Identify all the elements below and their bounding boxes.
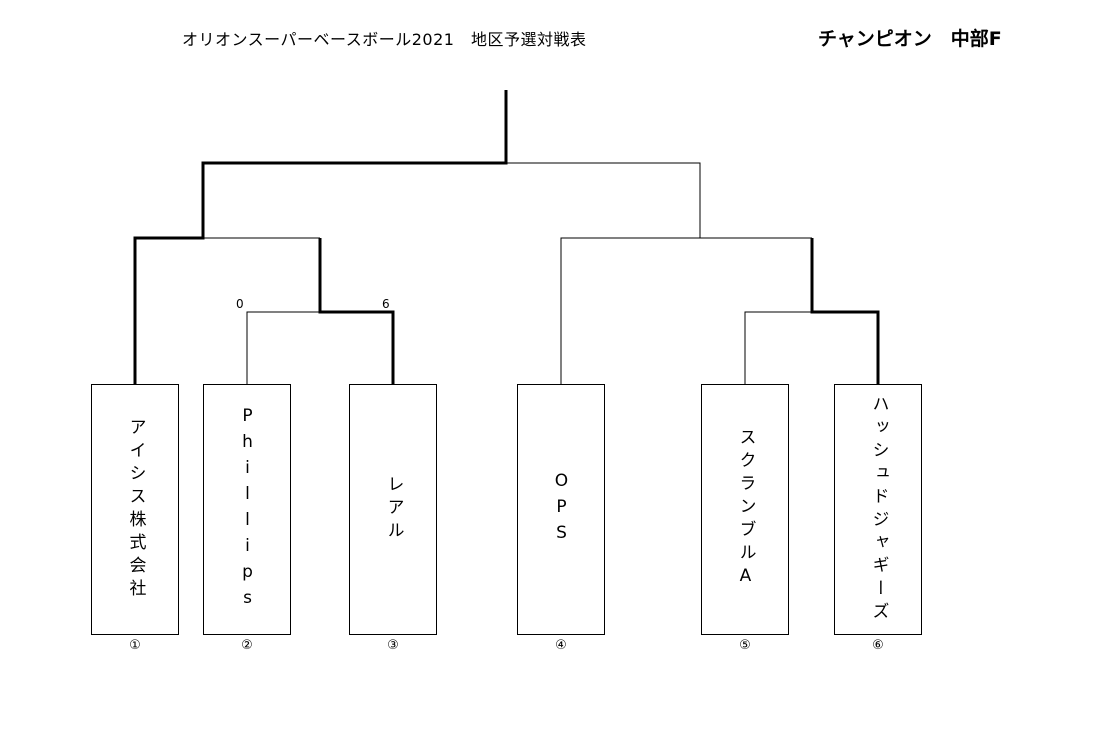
bracket-win-team6 bbox=[810, 238, 880, 384]
champion-label: チャンピオン 中部F bbox=[818, 28, 1002, 50]
bracket-win-team1 bbox=[133, 90, 508, 384]
team-number-4: ④ bbox=[555, 638, 567, 653]
bracket-win-team3 bbox=[318, 238, 395, 384]
team-box-6: ハッシュドジャギーズ bbox=[834, 384, 922, 635]
team-number-3: ③ bbox=[387, 638, 399, 653]
score-team2: 0 bbox=[236, 297, 244, 311]
page-title: オリオンスーパーベースボール2021 地区予選対戦表 bbox=[182, 30, 587, 49]
team-number-1: ① bbox=[129, 638, 141, 653]
team-number-6: ⑥ bbox=[872, 638, 884, 653]
score-team3: 6 bbox=[382, 297, 390, 311]
team-number-2: ② bbox=[241, 638, 253, 653]
team-name-4: OPS bbox=[551, 470, 572, 549]
team-name-2: Phillips bbox=[237, 405, 258, 614]
team-name-5: スクランブルA bbox=[735, 427, 756, 592]
bracket-line-team5 bbox=[744, 311, 812, 384]
bracket-line-team2 bbox=[246, 311, 320, 384]
team-box-1: アイシス株式会社 bbox=[91, 384, 179, 635]
bracket-winner-lines bbox=[133, 90, 880, 384]
bracket-thin-lines bbox=[203, 162, 812, 384]
team-name-3: レアル bbox=[383, 475, 404, 544]
team-number-5: ⑤ bbox=[739, 638, 751, 653]
team-name-1: アイシス株式会社 bbox=[125, 417, 146, 602]
team-box-2: Phillips bbox=[203, 384, 291, 635]
team-box-4: OPS bbox=[517, 384, 605, 635]
team-box-3: レアル bbox=[349, 384, 437, 635]
team-name-6: ハッシュドジャギーズ bbox=[868, 394, 889, 625]
bracket-line-team4 bbox=[560, 237, 812, 384]
bracket-line-final-right bbox=[506, 162, 701, 238]
team-box-5: スクランブルA bbox=[701, 384, 789, 635]
